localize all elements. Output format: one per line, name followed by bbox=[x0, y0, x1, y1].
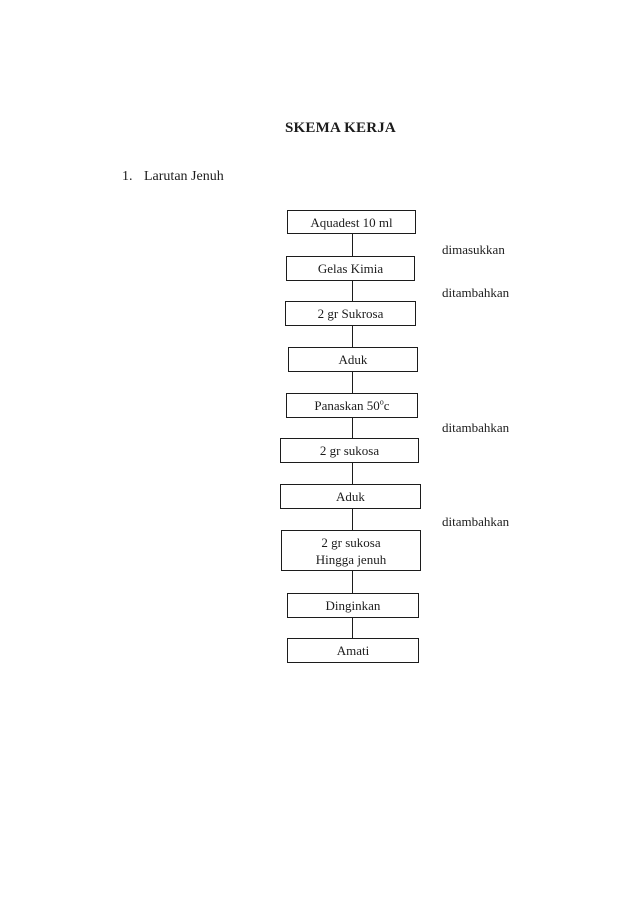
flow-box-label: Aquadest 10 ml bbox=[310, 214, 393, 230]
flow-box-5: Panaskan 50oc bbox=[286, 393, 418, 418]
flow-box-label-text: c bbox=[383, 398, 390, 413]
connector-line bbox=[352, 372, 353, 393]
flow-box-label: Amati bbox=[336, 643, 370, 658]
flow-box-label: Aduk bbox=[336, 489, 365, 504]
connector-line bbox=[352, 571, 353, 593]
connector-line bbox=[352, 326, 353, 347]
flow-box-label: Gelas Kimia bbox=[317, 261, 384, 276]
flow-box-label: 2 gr sukosa bbox=[321, 534, 381, 550]
flow-box-7: Aduk bbox=[280, 484, 421, 509]
flow-box-label: Dinginkan bbox=[325, 598, 381, 613]
flow-box-4: Aduk bbox=[288, 347, 418, 372]
flow-box-1: Aquadest 10 ml bbox=[287, 210, 416, 234]
list-item-label: Larutan Jenuh bbox=[144, 169, 224, 184]
annotation-label-1: dimasukkan bbox=[442, 242, 505, 257]
flow-box-2: Gelas Kimia bbox=[286, 256, 415, 281]
connector-line bbox=[352, 418, 353, 438]
connector-line bbox=[352, 509, 353, 530]
flow-box-10: Amati bbox=[287, 638, 419, 663]
connector-line bbox=[352, 234, 353, 256]
annotation-label-4: ditambahkan bbox=[442, 514, 510, 529]
flow-box-label: 2 gr sukosa bbox=[319, 443, 380, 458]
connector-line bbox=[352, 618, 353, 638]
flow-box-label-superscript: o bbox=[379, 397, 384, 407]
flow-box-label: Panaskan 50oc bbox=[314, 397, 389, 414]
annotation-label-3: ditambahkan bbox=[442, 420, 510, 435]
page-title: SKEMA KERJA bbox=[285, 120, 396, 136]
flow-box-3: 2 gr Sukrosa bbox=[285, 301, 416, 326]
connector-line bbox=[352, 281, 353, 301]
annotation-label-2: ditambahkan bbox=[442, 285, 510, 300]
flow-box-label: 2 gr Sukrosa bbox=[317, 306, 384, 321]
flow-box-9: Dinginkan bbox=[287, 593, 419, 618]
flow-box-label: Hingga jenuh bbox=[315, 551, 387, 567]
flow-box-label-text: Panaskan 50 bbox=[314, 398, 380, 413]
list-item-number: 1. bbox=[122, 169, 133, 184]
flow-box-6: 2 gr sukosa bbox=[280, 438, 419, 463]
list-item-larutan-jenuh: 1. Larutan Jenuh bbox=[122, 169, 224, 185]
connector-line bbox=[352, 463, 353, 484]
flow-box-label: Aduk bbox=[338, 352, 368, 367]
